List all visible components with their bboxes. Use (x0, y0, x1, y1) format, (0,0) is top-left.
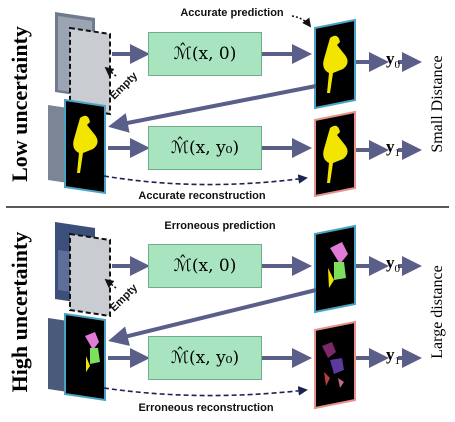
model-box-y0-input: ℳ̂(x, y₀) (148, 126, 262, 170)
arrow-prediction-feedback (108, 288, 317, 346)
y1-label: y1 (386, 344, 400, 368)
dashed-reconstruction-arrow (103, 386, 308, 397)
row-high-uncertainty (48, 222, 422, 410)
input-image-empty-mask (55, 222, 111, 318)
y1-label: y1 (386, 136, 400, 160)
arrow-prediction-feedback (108, 84, 317, 133)
input-image-prediction-mask (48, 312, 106, 402)
y0-label: y0 (386, 252, 400, 276)
dotted-prediction-pointer (291, 15, 312, 28)
side-label-high-uncertainty: High uncertainty (7, 231, 32, 393)
y0-label: y0 (386, 48, 400, 72)
model-box-zero-input: ℳ̂(x, 0) (148, 32, 262, 76)
row-low-uncertainty (48, 12, 422, 198)
caption-accurate-reconstruction: Accurate reconstruction (138, 190, 266, 202)
side-label-low-uncertainty: Low uncertainty (7, 26, 32, 182)
input-image-empty-mask (55, 12, 111, 116)
caption-accurate-prediction: Accurate prediction (180, 7, 284, 19)
model-box-zero-input: ℳ̂(x, 0) (148, 244, 262, 288)
prediction-output-image (314, 18, 356, 110)
prediction-output-image (314, 224, 356, 314)
caption-erroneous-prediction: Erroneous prediction (164, 220, 276, 232)
distance-label-large: Large distance (429, 265, 446, 359)
reconstruction-output-image (314, 320, 356, 410)
input-image-prediction-mask (48, 98, 106, 195)
dashed-reconstruction-arrow (103, 174, 308, 186)
model-box-y0-input: ℳ̂(x, y₀) (148, 336, 262, 380)
caption-erroneous-reconstruction: Erroneous reconstruction (138, 402, 274, 414)
distance-label-small: Small Distance (429, 55, 446, 153)
reconstruction-output-image (314, 110, 356, 198)
